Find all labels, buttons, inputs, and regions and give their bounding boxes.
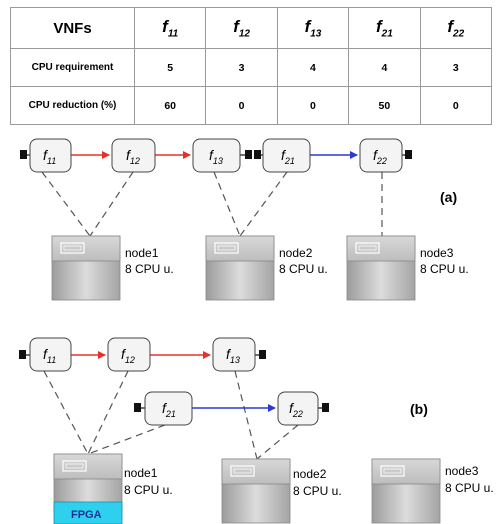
table-cell: 3 xyxy=(419,48,493,87)
table-cell: 0 xyxy=(276,86,350,125)
chain2-end-terminal-b xyxy=(322,403,329,412)
svg-text:f11: f11 xyxy=(43,346,56,365)
node-name: node2 xyxy=(279,246,313,260)
placement-lines-b xyxy=(43,370,299,460)
chain2-end-terminal-a xyxy=(405,150,412,159)
node-name: node2 xyxy=(293,467,327,481)
table-cell: 0 xyxy=(419,86,493,125)
table-cell: 50 xyxy=(348,86,421,125)
table-header-f12: f12 xyxy=(205,7,278,49)
vnf-box-f11-b: f11 xyxy=(29,337,72,372)
vnf-box-f22-b: f22 xyxy=(277,391,319,426)
svg-text:f21: f21 xyxy=(162,400,176,419)
svg-text:f13: f13 xyxy=(226,346,240,365)
server-icon xyxy=(346,235,416,301)
server-icon xyxy=(221,458,291,524)
svg-text:f22: f22 xyxy=(289,400,303,419)
placement-line xyxy=(41,171,91,237)
node-cpu: 8 CPU u. xyxy=(293,484,342,498)
svg-text:f22: f22 xyxy=(373,147,387,166)
server-node1-b: FPGA node1 8 CPU u. xyxy=(53,453,173,524)
chain1-end-terminal-b xyxy=(259,350,266,359)
table-header-f11: f11 xyxy=(133,7,207,49)
placement-line xyxy=(256,424,299,460)
table-row: CPU reduction (%) 60 0 0 50 0 xyxy=(10,86,493,125)
row-label-cpu-requirement: CPU requirement xyxy=(10,48,135,87)
chain2-start-terminal-b xyxy=(134,403,141,412)
vnf-box-f11-a: f11 xyxy=(29,138,72,173)
server-icon xyxy=(371,458,441,524)
placement-line xyxy=(43,370,89,455)
table-header-vnfs: VNFs xyxy=(10,7,135,49)
placement-line xyxy=(87,424,166,455)
placement-line xyxy=(89,171,134,237)
table-header-f13: f13 xyxy=(276,7,350,49)
node-name: node1 xyxy=(124,466,158,480)
placement-line xyxy=(239,171,288,237)
scenario-a: f11 f12 f13 f21 f22 (a) node1 8 CPU u. n… xyxy=(20,138,469,301)
node-cpu: 8 CPU u. xyxy=(124,483,173,497)
chain1-start-terminal-b xyxy=(19,350,26,359)
node-cpu: 8 CPU u. xyxy=(125,262,174,276)
table-header-f22: f22 xyxy=(419,7,493,49)
fpga-label: FPGA xyxy=(71,509,102,521)
svg-text:f12: f12 xyxy=(126,147,140,166)
table-cell: 0 xyxy=(205,86,278,125)
chain1-start-terminal-a xyxy=(20,150,27,159)
svg-text:f21: f21 xyxy=(281,147,295,166)
server-icon xyxy=(205,235,275,301)
table-header-row: VNFs f11 f12 f13 f21 f22 xyxy=(10,7,493,49)
placement-line xyxy=(213,171,241,237)
svg-text:f12: f12 xyxy=(121,346,135,365)
vnf-box-f21-b: f21 xyxy=(144,391,193,426)
node-name: node1 xyxy=(125,246,159,260)
node-name: node3 xyxy=(420,246,454,260)
fpga-module xyxy=(53,501,123,524)
scenario-b: f11 f12 f13 f21 f22 (b) FPGA node1 8 CPU… xyxy=(19,337,494,524)
scenario-b-label: (b) xyxy=(410,401,428,417)
node-cpu: 8 CPU u. xyxy=(420,262,469,276)
svg-text:f11: f11 xyxy=(43,147,56,166)
vnf-requirements-table: VNFs f11 f12 f13 f21 f22 CPU requirement… xyxy=(10,7,493,125)
server-node3-a: node3 8 CPU u. xyxy=(346,235,469,301)
vnf-box-f12-a: f12 xyxy=(111,138,156,173)
vnf-box-f13-a: f13 xyxy=(192,138,241,173)
node-cpu: 8 CPU u. xyxy=(279,262,328,276)
server-node2-a: node2 8 CPU u. xyxy=(205,235,328,301)
scenario-a-label: (a) xyxy=(440,189,457,205)
svg-text:f13: f13 xyxy=(209,147,223,166)
server-node1-a: node1 8 CPU u. xyxy=(51,235,174,301)
placement-lines-a xyxy=(41,171,383,237)
node-cpu: 8 CPU u. xyxy=(445,481,494,495)
server-node3-b: node3 8 CPU u. xyxy=(371,458,494,524)
placement-line xyxy=(234,370,258,460)
vnf-box-f13-b: f13 xyxy=(212,337,256,372)
vnf-box-f22-a: f22 xyxy=(359,138,403,173)
vnf-box-f12-b: f12 xyxy=(107,337,151,372)
chain2-start-terminal-a xyxy=(254,150,261,159)
chain1-end-terminal-a xyxy=(245,150,252,159)
server-icon xyxy=(51,235,121,301)
placement-line xyxy=(87,370,129,455)
row-label-cpu-reduction: CPU reduction (%) xyxy=(10,86,135,125)
node-name: node3 xyxy=(445,464,479,478)
vnf-box-f21-a: f21 xyxy=(262,138,311,173)
server-node2-b: node2 8 CPU u. xyxy=(221,458,342,524)
